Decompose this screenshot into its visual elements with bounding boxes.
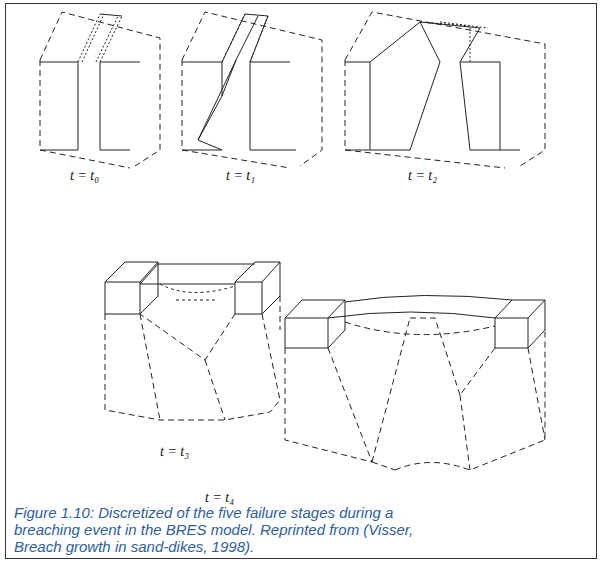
- stage-t1-drawing: [182, 12, 322, 166]
- stage-t3-drawing: [105, 262, 280, 420]
- stage-t3-drawing: [105, 262, 158, 314]
- stage-t1-drawing: [182, 60, 290, 168]
- stage-t2-drawing: [345, 60, 505, 168]
- stage-t4-drawing: [285, 295, 545, 470]
- stage-t2-drawing: [345, 22, 520, 150]
- stage-t4-drawing: [285, 330, 545, 470]
- stage-t3-drawing: [140, 314, 280, 420]
- stage-t4-drawing: [345, 322, 495, 335]
- stage-label: t = t₃: [160, 444, 189, 460]
- stage-t0-drawing: [40, 62, 140, 150]
- stage-t4-drawing: [495, 300, 545, 348]
- stage-t1-drawing: [222, 14, 268, 62]
- stage-t4-drawing: [372, 318, 460, 462]
- stage-t0-drawing: [100, 14, 122, 16]
- stage-label: t = t₂: [408, 168, 437, 184]
- stage-label: t = t₀: [70, 168, 99, 184]
- stage-t3-drawing: [160, 284, 235, 300]
- stage-t1-drawing: [198, 14, 268, 140]
- stage-t0-drawing: [78, 14, 122, 62]
- stage-t0-drawing: [40, 12, 160, 168]
- stage-t3-drawing: [235, 262, 280, 314]
- breach-illustration: [40, 12, 545, 470]
- stage-label: t = t₄: [205, 490, 234, 506]
- figure-caption: Figure 1.10: Discretized of the five fai…: [14, 504, 434, 555]
- stage-t3-drawing: [105, 296, 280, 420]
- stage-t0-drawing: [40, 60, 130, 168]
- stage-t4-drawing: [328, 348, 545, 470]
- stage-t2-drawing: [345, 12, 545, 168]
- stage-t4-drawing: [328, 295, 512, 318]
- stage-t2-drawing: [345, 12, 545, 166]
- stage-label: t = t₁: [226, 168, 255, 184]
- stage-t3-drawing: [140, 264, 255, 284]
- figure-frame: [6, 4, 597, 559]
- stage-t2-drawing: [420, 22, 488, 62]
- stage-t4-drawing: [285, 300, 345, 348]
- stage-t0-drawing: [40, 12, 160, 166]
- stage-t1-drawing: [182, 12, 322, 168]
